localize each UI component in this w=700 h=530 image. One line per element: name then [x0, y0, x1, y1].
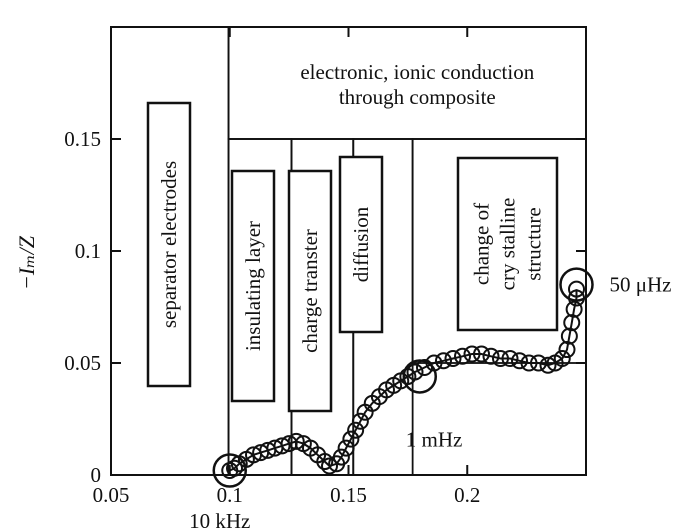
data-layer	[212, 267, 594, 488]
region-label-line: through composite	[339, 85, 496, 109]
region-label: diffusion	[349, 206, 373, 282]
data-point	[347, 421, 365, 439]
y-tick-label: 0.1	[75, 239, 101, 263]
labels-layer: 10 kHz 1 mHz 50 μHz	[189, 273, 671, 530]
data-point	[560, 327, 578, 345]
data-point	[406, 363, 424, 381]
data-point	[473, 345, 490, 363]
y-axis-label: −Iₘ/Z	[14, 235, 39, 290]
data-point	[539, 356, 557, 374]
y-tick-label: 0.05	[64, 351, 101, 375]
data-point	[558, 341, 576, 359]
region-label-box	[287, 169, 333, 413]
y-tick-label: 0	[91, 463, 102, 487]
region-label: charge transter	[298, 229, 322, 353]
data-point	[492, 350, 509, 368]
region-label: separator electrodes	[157, 161, 181, 328]
region-label-line: structure	[522, 207, 546, 280]
data-point	[553, 350, 571, 368]
data-point	[435, 352, 452, 370]
y-tick-label: 0.15	[64, 127, 101, 151]
series-line	[229, 289, 578, 472]
region-label-box	[146, 101, 192, 388]
data-point	[530, 354, 547, 372]
data-point	[463, 345, 481, 363]
region-label-box	[230, 169, 276, 403]
data-point	[568, 280, 585, 298]
highlight-label: 1 mHz	[406, 427, 463, 451]
highlight-circle	[212, 453, 247, 488]
x-tick-label: 0.05	[93, 483, 130, 507]
highlight-label: 50 μHz	[610, 273, 672, 297]
data-point	[565, 300, 583, 318]
data-point	[337, 439, 355, 457]
region-label-line: change of	[470, 203, 494, 285]
region-label-box	[456, 156, 559, 332]
data-point	[501, 350, 519, 368]
region-label: insulating layer	[241, 221, 265, 351]
x-tick-label: 0.1	[217, 483, 243, 507]
region-label-line: electronic, ionic conduction	[300, 60, 534, 84]
data-point	[316, 453, 334, 471]
data-point	[563, 314, 581, 332]
regions-layer: separator electrodes electronic, ionic co…	[110, 26, 587, 476]
highlight-label: 10 kHz	[189, 509, 250, 530]
data-point	[511, 352, 528, 370]
data-point	[321, 457, 338, 475]
region-label-line: cry stalline	[496, 198, 520, 291]
data-point	[482, 347, 500, 365]
x-tick-label: 0.15	[330, 483, 367, 507]
data-point	[342, 430, 360, 448]
highlight-circle	[402, 359, 437, 394]
x-tick-label: 0.2	[454, 483, 480, 507]
data-point	[444, 350, 462, 368]
data-point	[454, 347, 471, 365]
data-point	[287, 432, 305, 450]
data-point	[332, 448, 350, 466]
highlight-circle	[559, 267, 594, 302]
data-point	[351, 412, 369, 430]
data-point	[520, 354, 538, 372]
region-label-box	[338, 155, 384, 334]
